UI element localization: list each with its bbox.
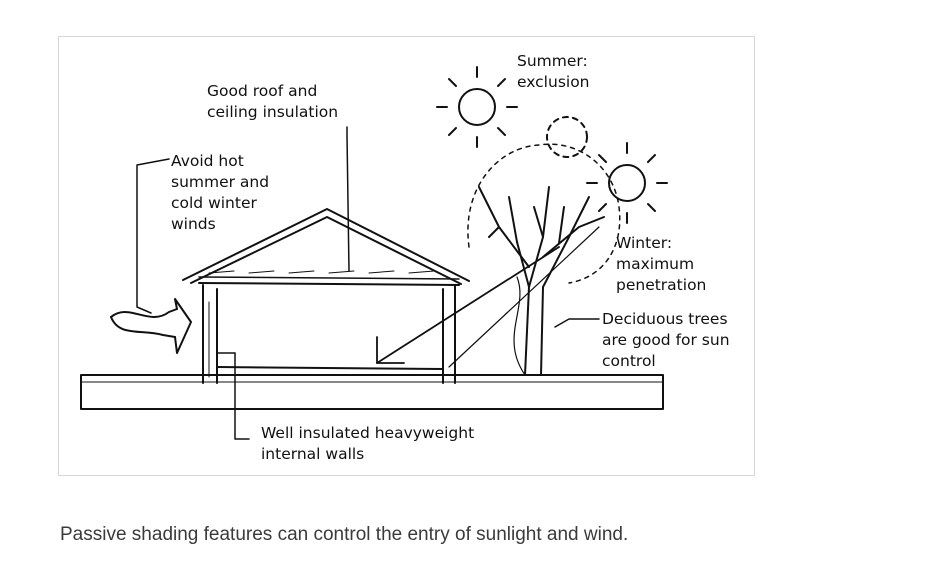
ground-slab	[80, 374, 664, 410]
label-roof-insulation: Good roof and ceiling insulation	[207, 81, 338, 123]
label-winds-line-2: summer and	[171, 173, 270, 191]
label-winds-line-1: Avoid hot	[171, 152, 244, 170]
label-trees-line-2: are good for sun	[602, 331, 730, 349]
leader-lines	[136, 126, 600, 440]
label-trees: Deciduous trees are good for sun control	[602, 309, 730, 372]
passive-design-diagram	[80, 66, 668, 440]
label-roof-line-1: Good roof and	[207, 82, 318, 100]
winter-sun	[586, 142, 668, 224]
summer-sun	[436, 66, 518, 148]
label-trees-line-3: control	[602, 352, 656, 370]
label-summer: Summer: exclusion	[517, 51, 590, 93]
label-winter-line-2: maximum	[616, 255, 695, 273]
figure-caption: Passive shading features can control the…	[60, 524, 629, 545]
house	[182, 208, 470, 384]
label-walls-line-1: Well insulated heavyweight	[261, 424, 475, 442]
wind-arrow	[110, 298, 192, 354]
deciduous-tree	[467, 143, 621, 376]
label-winter-line-3: penetration	[616, 276, 707, 294]
summer-sun-dashed	[546, 116, 588, 158]
label-trees-line-1: Deciduous trees	[602, 310, 728, 328]
label-summer-line-2: exclusion	[517, 73, 590, 91]
label-winds-line-3: cold winter	[171, 194, 257, 212]
label-summer-line-1: Summer:	[517, 52, 588, 70]
label-winter: Winter: maximum penetration	[616, 233, 706, 296]
label-roof-line-2: ceiling insulation	[207, 103, 339, 121]
label-walls-line-2: internal walls	[261, 445, 365, 463]
diagram-figure: Good roof and ceiling insulation Avoid h…	[58, 36, 755, 476]
sun-rays	[376, 226, 600, 368]
label-winds-line-4: winds	[171, 215, 216, 233]
label-walls: Well insulated heavyweight internal wall…	[261, 423, 474, 465]
label-winter-line-1: Winter:	[616, 234, 673, 252]
label-winds: Avoid hot summer and cold winter winds	[171, 151, 269, 235]
